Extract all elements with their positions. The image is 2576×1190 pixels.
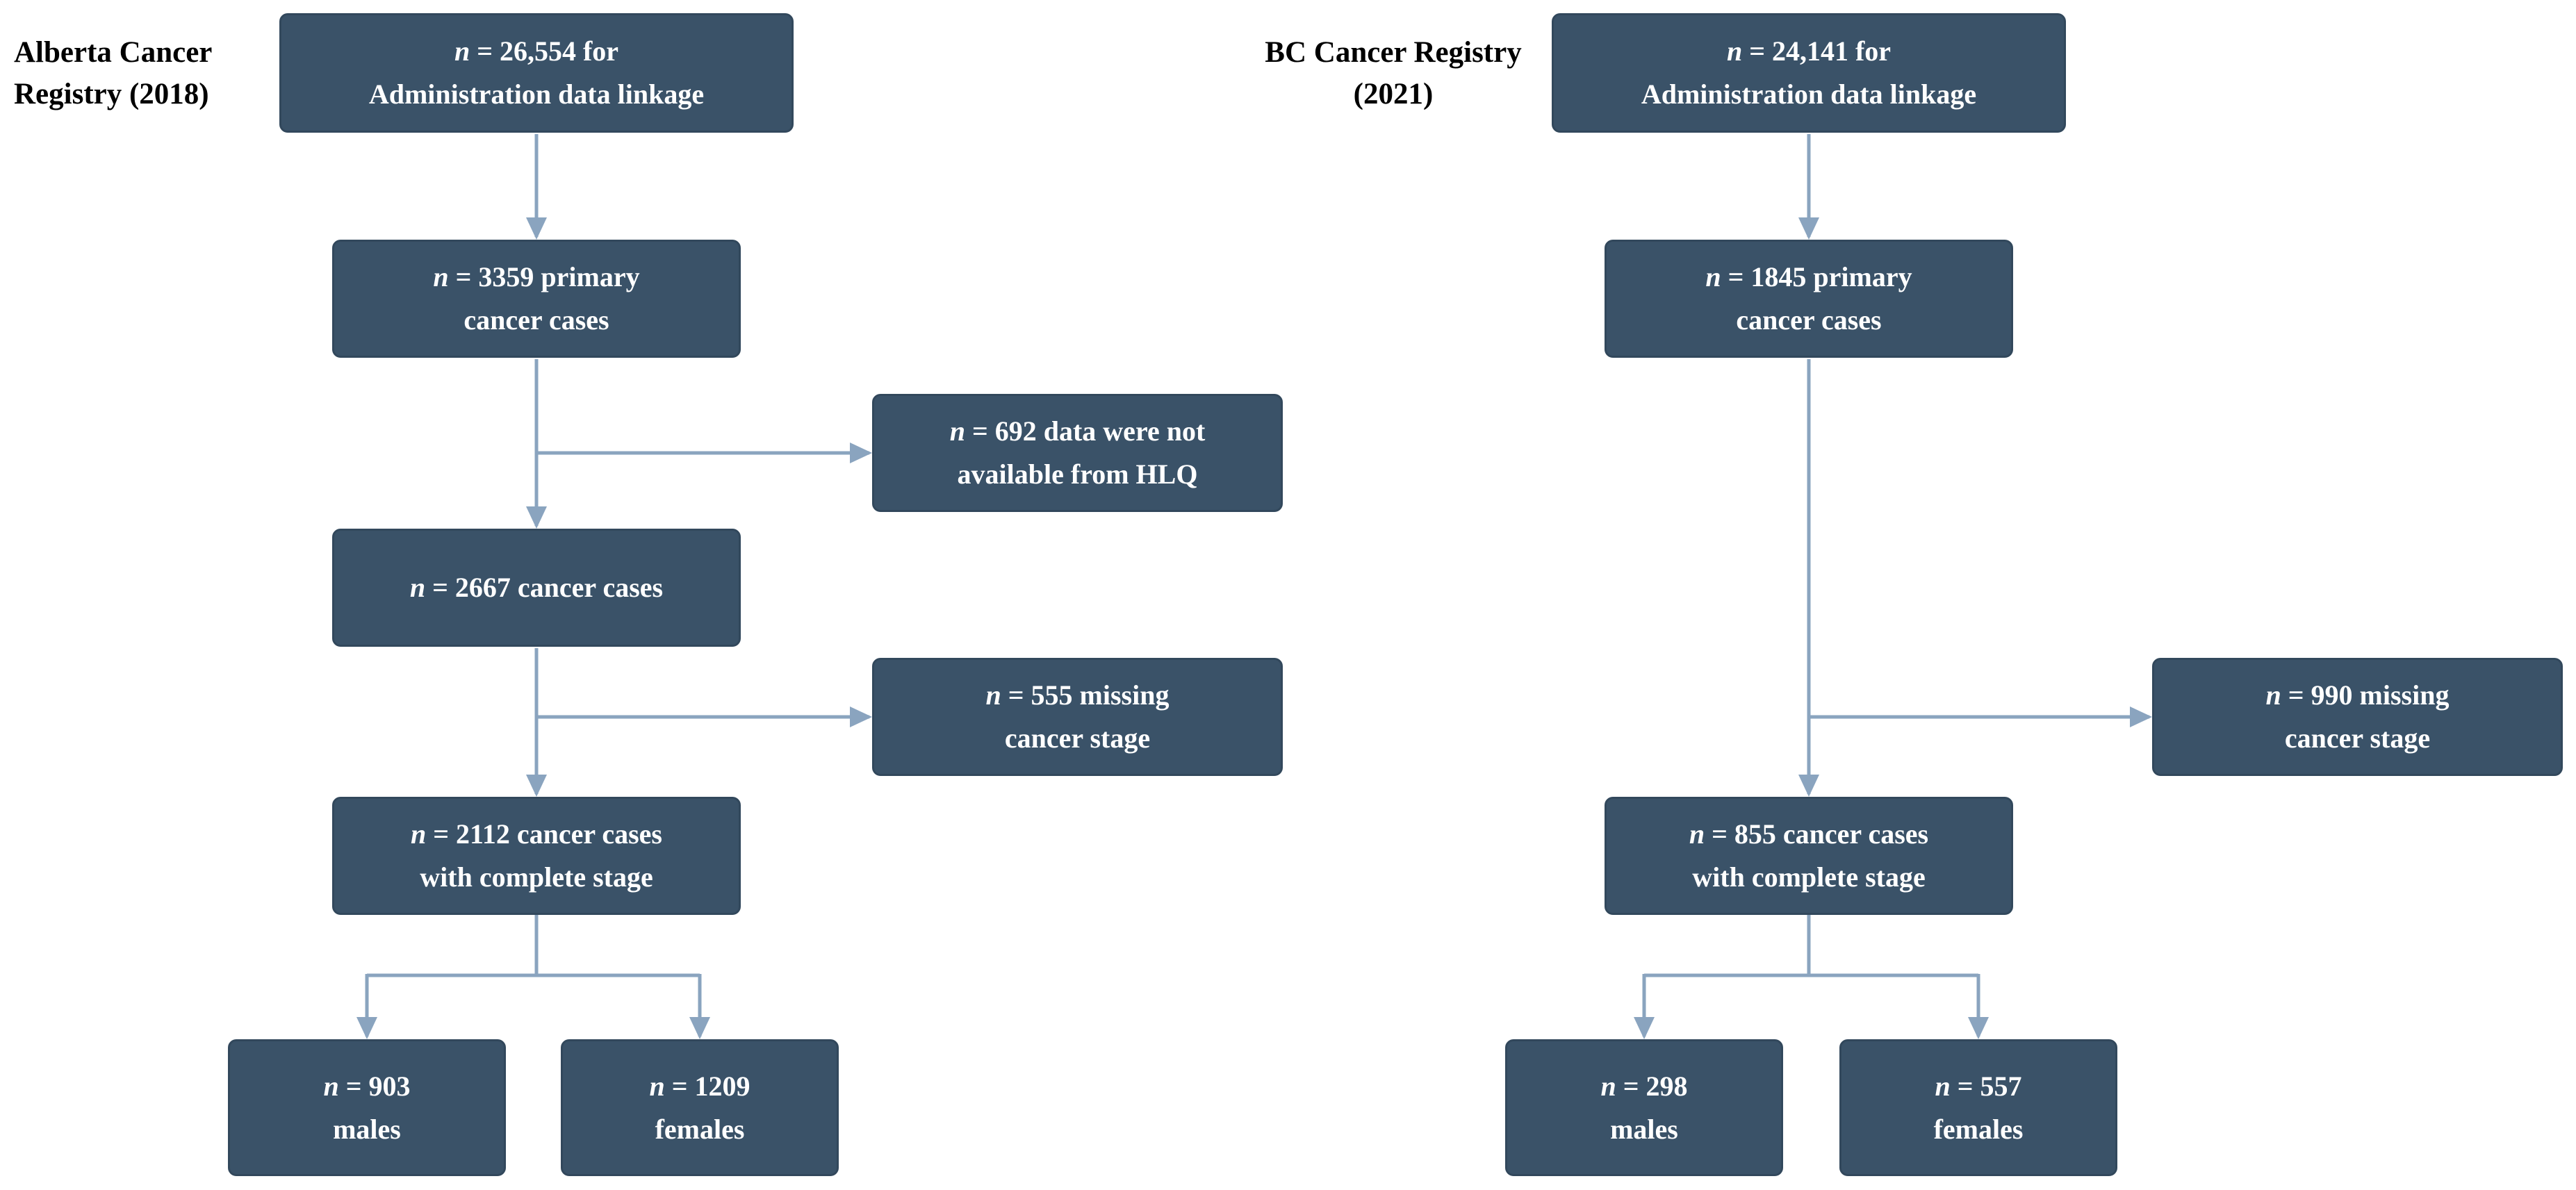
connector-bc-split-males-females: [1634, 915, 1989, 1039]
connector-ab-split-males-females: [356, 915, 710, 1039]
connector-bc-primary-to-complete: [1798, 359, 2152, 797]
connector-ab-primary-to-cases: [526, 359, 872, 529]
bc-registry-label: BC Cancer Registry(2021): [1265, 36, 1522, 110]
connector-ab-cases-to-complete: [526, 648, 872, 797]
node-ab-cancer-cases: n = 2667 cancer cases: [332, 529, 741, 647]
